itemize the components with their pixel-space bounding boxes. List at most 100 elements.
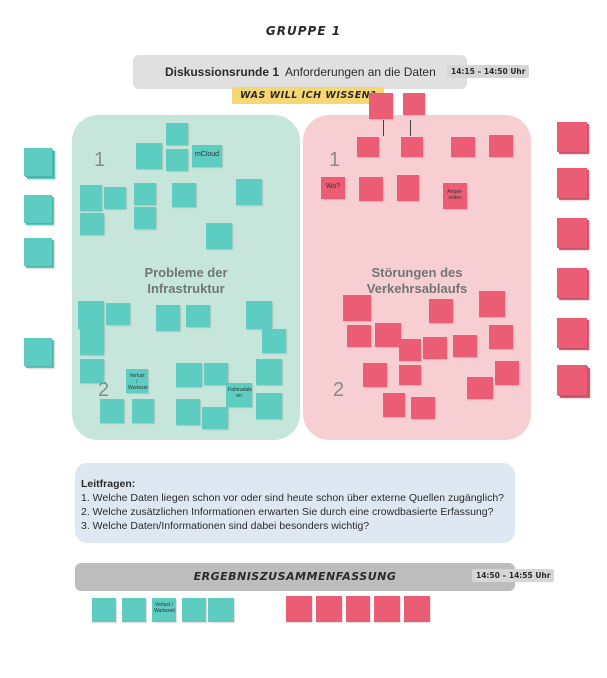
sticky-note[interactable] <box>206 223 232 249</box>
sticky-note[interactable] <box>80 213 104 235</box>
side-stack-right-2[interactable] <box>557 168 589 200</box>
sticky-note[interactable] <box>106 303 130 325</box>
side-stack-right-3[interactable] <box>557 218 589 250</box>
question-tag: WAS WILL ICH WISSEN? <box>232 87 385 104</box>
panel-right-title-line-2: Verkehrsablaufs <box>366 281 468 296</box>
side-stack-left-2[interactable] <box>24 195 54 225</box>
round-subtitle: Anforderungen an die Daten <box>285 65 436 79</box>
sticky-note[interactable] <box>343 295 371 321</box>
sticky-note[interactable] <box>246 301 272 329</box>
panel-right-title-line-1: Störungen des <box>371 265 463 280</box>
panel-left-number-1: 1 <box>94 149 106 171</box>
summary-note[interactable] <box>208 598 234 622</box>
side-stack-right-1[interactable] <box>557 122 589 154</box>
connector-arrow <box>383 120 384 136</box>
side-stack-left-4[interactable] <box>24 338 54 368</box>
sticky-note[interactable] <box>397 175 419 201</box>
sticky-note[interactable] <box>489 325 513 349</box>
sticky-note[interactable] <box>186 305 210 327</box>
sticky-note[interactable] <box>204 363 228 385</box>
panel-right-number-1: 1 <box>329 149 341 171</box>
summary-note[interactable] <box>404 596 430 622</box>
sticky-note[interactable] <box>383 393 405 417</box>
summary-note[interactable] <box>374 596 400 622</box>
sticky-note[interactable] <box>134 183 156 205</box>
sticky-note[interactable] <box>80 359 104 383</box>
sticky-note[interactable] <box>156 305 180 331</box>
sticky-note[interactable] <box>80 329 104 355</box>
panel-right-title: Störungen des Verkehrsablaufs <box>303 265 531 297</box>
sticky-note[interactable] <box>479 291 505 317</box>
sticky-note[interactable] <box>411 397 435 419</box>
sticky-note[interactable] <box>132 399 154 423</box>
summary-note-verlust[interactable]: Verlust / Wartezeit <box>152 598 176 622</box>
round-header: Diskussionsrunde 1 Anforderungen an die … <box>133 55 467 89</box>
panel-traffic-disruption: 1 2 Störungen des Verkehrsablaufs Wo? Am… <box>303 93 531 440</box>
panel-left-title-line-1: Probleme der <box>144 265 228 280</box>
sticky-note[interactable] <box>256 359 282 385</box>
sticky-note[interactable] <box>134 207 156 229</box>
sticky-note[interactable] <box>375 323 401 347</box>
panel-left-title-line-2: Infrastruktur <box>147 281 225 296</box>
sticky-note[interactable] <box>136 143 162 169</box>
summary-time-label: 14:50 – 14:55 Uhr <box>472 569 555 582</box>
sticky-note[interactable] <box>467 377 493 399</box>
round-time-label: 14:15 – 14:50 Uhr <box>447 65 530 78</box>
sticky-note[interactable] <box>399 365 421 385</box>
sticky-note-fahrradabstellanlagen[interactable]: Fahrradabstellanlag en <box>226 383 252 407</box>
sticky-note[interactable] <box>80 185 102 211</box>
sticky-note-mcloud[interactable]: mCloud <box>192 145 222 167</box>
panel-left-number-2: 2 <box>98 379 110 401</box>
side-stack-right-6[interactable] <box>557 365 590 398</box>
side-stack-left-1[interactable] <box>24 148 55 179</box>
sticky-note[interactable] <box>369 93 393 119</box>
panel-infrastructure: 1 2 Probleme der Infrastruktur mCloud Ve… <box>72 115 300 440</box>
connector-arrow <box>410 120 411 136</box>
sticky-note[interactable] <box>403 93 425 115</box>
sticky-note[interactable] <box>359 177 383 201</box>
sticky-note[interactable] <box>262 329 286 353</box>
group-title: GRUPPE 1 <box>265 24 342 38</box>
guide-question-1: 1. Welche Daten liegen schon vor oder si… <box>81 492 504 504</box>
summary-note[interactable] <box>92 598 116 622</box>
sticky-note-ampelzeiten[interactable]: Ampel-zeiten <box>443 183 467 209</box>
sticky-note[interactable] <box>202 407 228 429</box>
sticky-note[interactable] <box>100 399 124 423</box>
sticky-note[interactable] <box>401 137 423 157</box>
side-stack-right-5[interactable] <box>557 318 589 350</box>
sticky-note[interactable] <box>166 149 188 171</box>
summary-note[interactable] <box>182 598 206 622</box>
sticky-note[interactable] <box>347 325 371 347</box>
sticky-note[interactable] <box>495 361 519 385</box>
summary-bar: ERGEBNISZUSAMMENFASSUNG <box>75 563 515 591</box>
sticky-note[interactable] <box>104 187 126 209</box>
sticky-note[interactable] <box>236 179 262 205</box>
side-stack-left-3[interactable] <box>24 238 54 268</box>
sticky-note[interactable] <box>451 137 475 157</box>
guide-question-2: 2. Welche zusätzlichen Informationen erw… <box>81 506 494 518</box>
side-stack-right-4[interactable] <box>557 268 589 300</box>
panel-right-number-2: 2 <box>333 379 345 401</box>
summary-note[interactable] <box>316 596 342 622</box>
sticky-note[interactable] <box>423 337 447 359</box>
sticky-note[interactable] <box>256 393 282 419</box>
sticky-note[interactable] <box>399 339 421 361</box>
sticky-note[interactable] <box>363 363 387 387</box>
sticky-note[interactable] <box>453 335 477 357</box>
summary-note[interactable] <box>346 596 370 622</box>
sticky-note[interactable] <box>489 135 513 157</box>
guide-question-3: 3. Welche Daten/Informationen sind dabei… <box>81 520 370 532</box>
sticky-note[interactable] <box>176 363 202 387</box>
sticky-note[interactable] <box>429 299 453 323</box>
sticky-note-verlust[interactable]: Verlust / Wartezeit <box>126 369 148 393</box>
sticky-note[interactable] <box>78 301 104 329</box>
guide-heading: Leitfragen: <box>81 478 136 490</box>
summary-note[interactable] <box>122 598 146 622</box>
sticky-note-wo[interactable]: Wo? <box>321 177 345 199</box>
summary-note[interactable] <box>286 596 312 622</box>
summary-title: ERGEBNISZUSAMMENFASSUNG <box>193 570 397 583</box>
sticky-note[interactable] <box>172 183 196 207</box>
sticky-note[interactable] <box>176 399 200 425</box>
sticky-note[interactable] <box>357 137 379 157</box>
sticky-note[interactable] <box>166 123 188 145</box>
